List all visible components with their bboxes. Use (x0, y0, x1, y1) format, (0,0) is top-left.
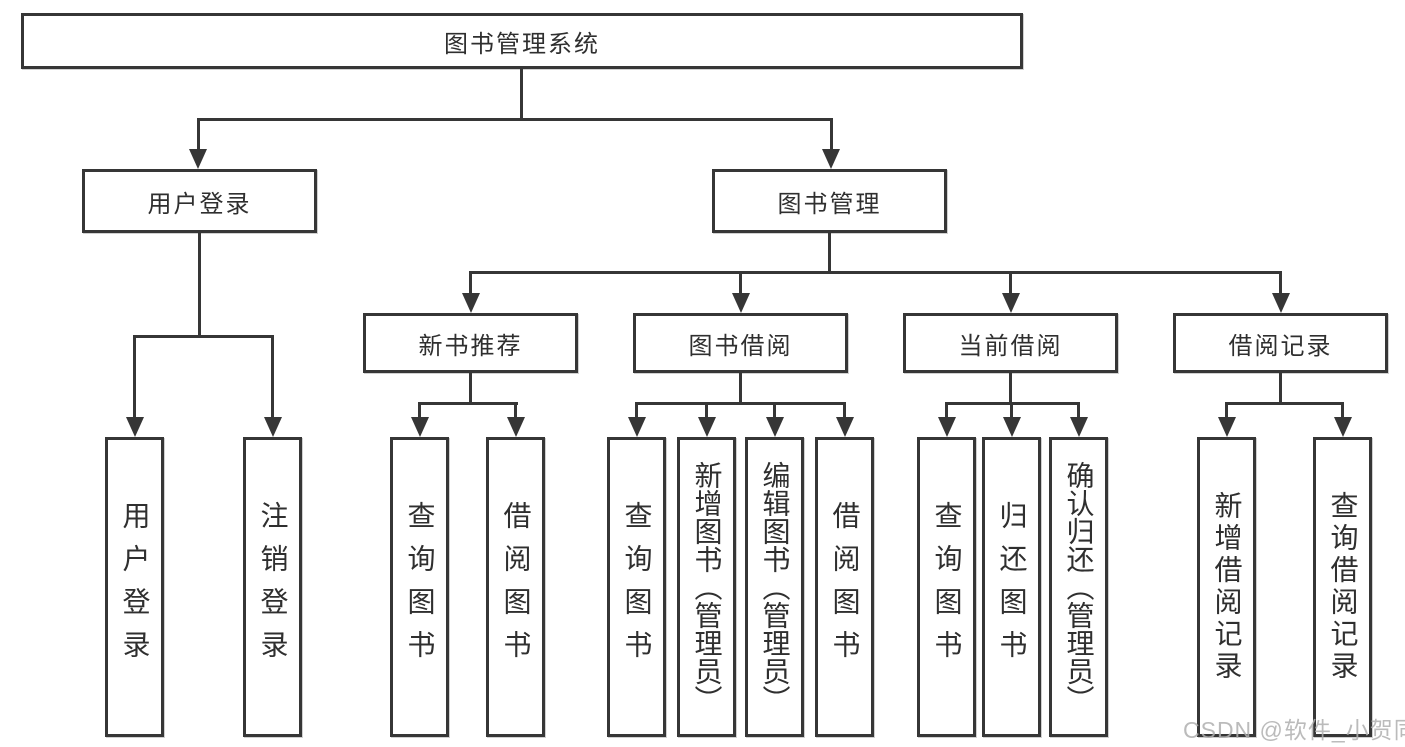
connector-line (1009, 271, 1012, 293)
leaf-return-books: 归还图书 (982, 437, 1041, 737)
arrowhead-down (264, 417, 282, 437)
leaf-borrow-books-recommend: 借阅图书 (486, 437, 545, 737)
arrowhead-down (507, 417, 525, 437)
connector-line (739, 271, 742, 293)
arrowhead-down (822, 149, 840, 169)
node-new-book-recommendation: 新书推荐 (363, 313, 578, 373)
arrowhead-down (766, 417, 784, 437)
connector-line (197, 118, 833, 121)
connector-line (469, 271, 1282, 274)
leaf-borrow-books: 借阅图书 (815, 437, 874, 737)
arrowhead-down (732, 293, 750, 313)
arrowhead-down (126, 417, 144, 437)
node-borrowing-records: 借阅记录 (1173, 313, 1388, 373)
connector-line (1077, 402, 1080, 417)
connector-line (1225, 402, 1228, 417)
arrowhead-down (836, 417, 854, 437)
node-current-borrowing: 当前借阅 (903, 313, 1118, 373)
connector-line (418, 402, 518, 405)
leaf-query-books-borrow: 查询图书 (607, 437, 666, 737)
connector-line (843, 402, 846, 417)
connector-line (635, 402, 638, 417)
connector-line (520, 69, 523, 120)
connector-line (198, 233, 201, 337)
connector-line (133, 335, 136, 417)
leaf-logout-login: 注销登录 (243, 437, 302, 737)
connector-line (133, 335, 274, 338)
leaf-edit-books-admin: 编辑图书（管理员） (745, 437, 804, 737)
connector-line (1279, 373, 1282, 404)
arrowhead-down (628, 417, 646, 437)
leaf-confirm-return-admin: 确认归还（管理员） (1049, 437, 1108, 737)
leaf-user-login: 用户登录 (105, 437, 164, 737)
arrowhead-down (1070, 417, 1088, 437)
connector-line (469, 271, 472, 293)
arrowhead-down (411, 417, 429, 437)
connector-line (830, 118, 833, 149)
connector-line (1279, 271, 1282, 293)
node-book-borrowing: 图书借阅 (633, 313, 848, 373)
connector-line (739, 373, 742, 404)
arrowhead-down (1218, 417, 1236, 437)
arrowhead-down (1272, 293, 1290, 313)
connector-line (418, 402, 421, 417)
connector-line (773, 402, 776, 417)
arrowhead-down (1334, 417, 1352, 437)
node-library-management-system: 图书管理系统 (21, 13, 1023, 69)
connector-line (635, 402, 846, 405)
connector-line (514, 402, 517, 417)
leaf-add-borrow-record: 新增借阅记录 (1197, 437, 1256, 737)
connector-line (1341, 402, 1344, 417)
connector-line (1225, 402, 1344, 405)
arrowhead-down (1003, 417, 1021, 437)
leaf-query-books-recommend: 查询图书 (390, 437, 449, 737)
node-book-management: 图书管理 (712, 169, 947, 233)
arrowhead-down (698, 417, 716, 437)
connector-line (197, 118, 200, 149)
connector-line (945, 402, 948, 417)
arrowhead-down (938, 417, 956, 437)
node-user-login: 用户登录 (82, 169, 317, 233)
leaf-query-books-current: 查询图书 (917, 437, 976, 737)
connector-line (828, 233, 831, 274)
connector-line (271, 335, 274, 417)
connector-line (705, 402, 708, 417)
connector-line (1009, 373, 1012, 404)
csdn-watermark: CSDN @软件_小贺同学 (1183, 717, 1405, 743)
arrowhead-down (189, 149, 207, 169)
connector-line (1010, 402, 1013, 417)
leaf-query-borrow-record: 查询借阅记录 (1313, 437, 1372, 737)
leaf-add-books-admin: 新增图书（管理员） (677, 437, 736, 737)
connector-line (469, 373, 472, 404)
arrowhead-down (1002, 293, 1020, 313)
arrowhead-down (462, 293, 480, 313)
